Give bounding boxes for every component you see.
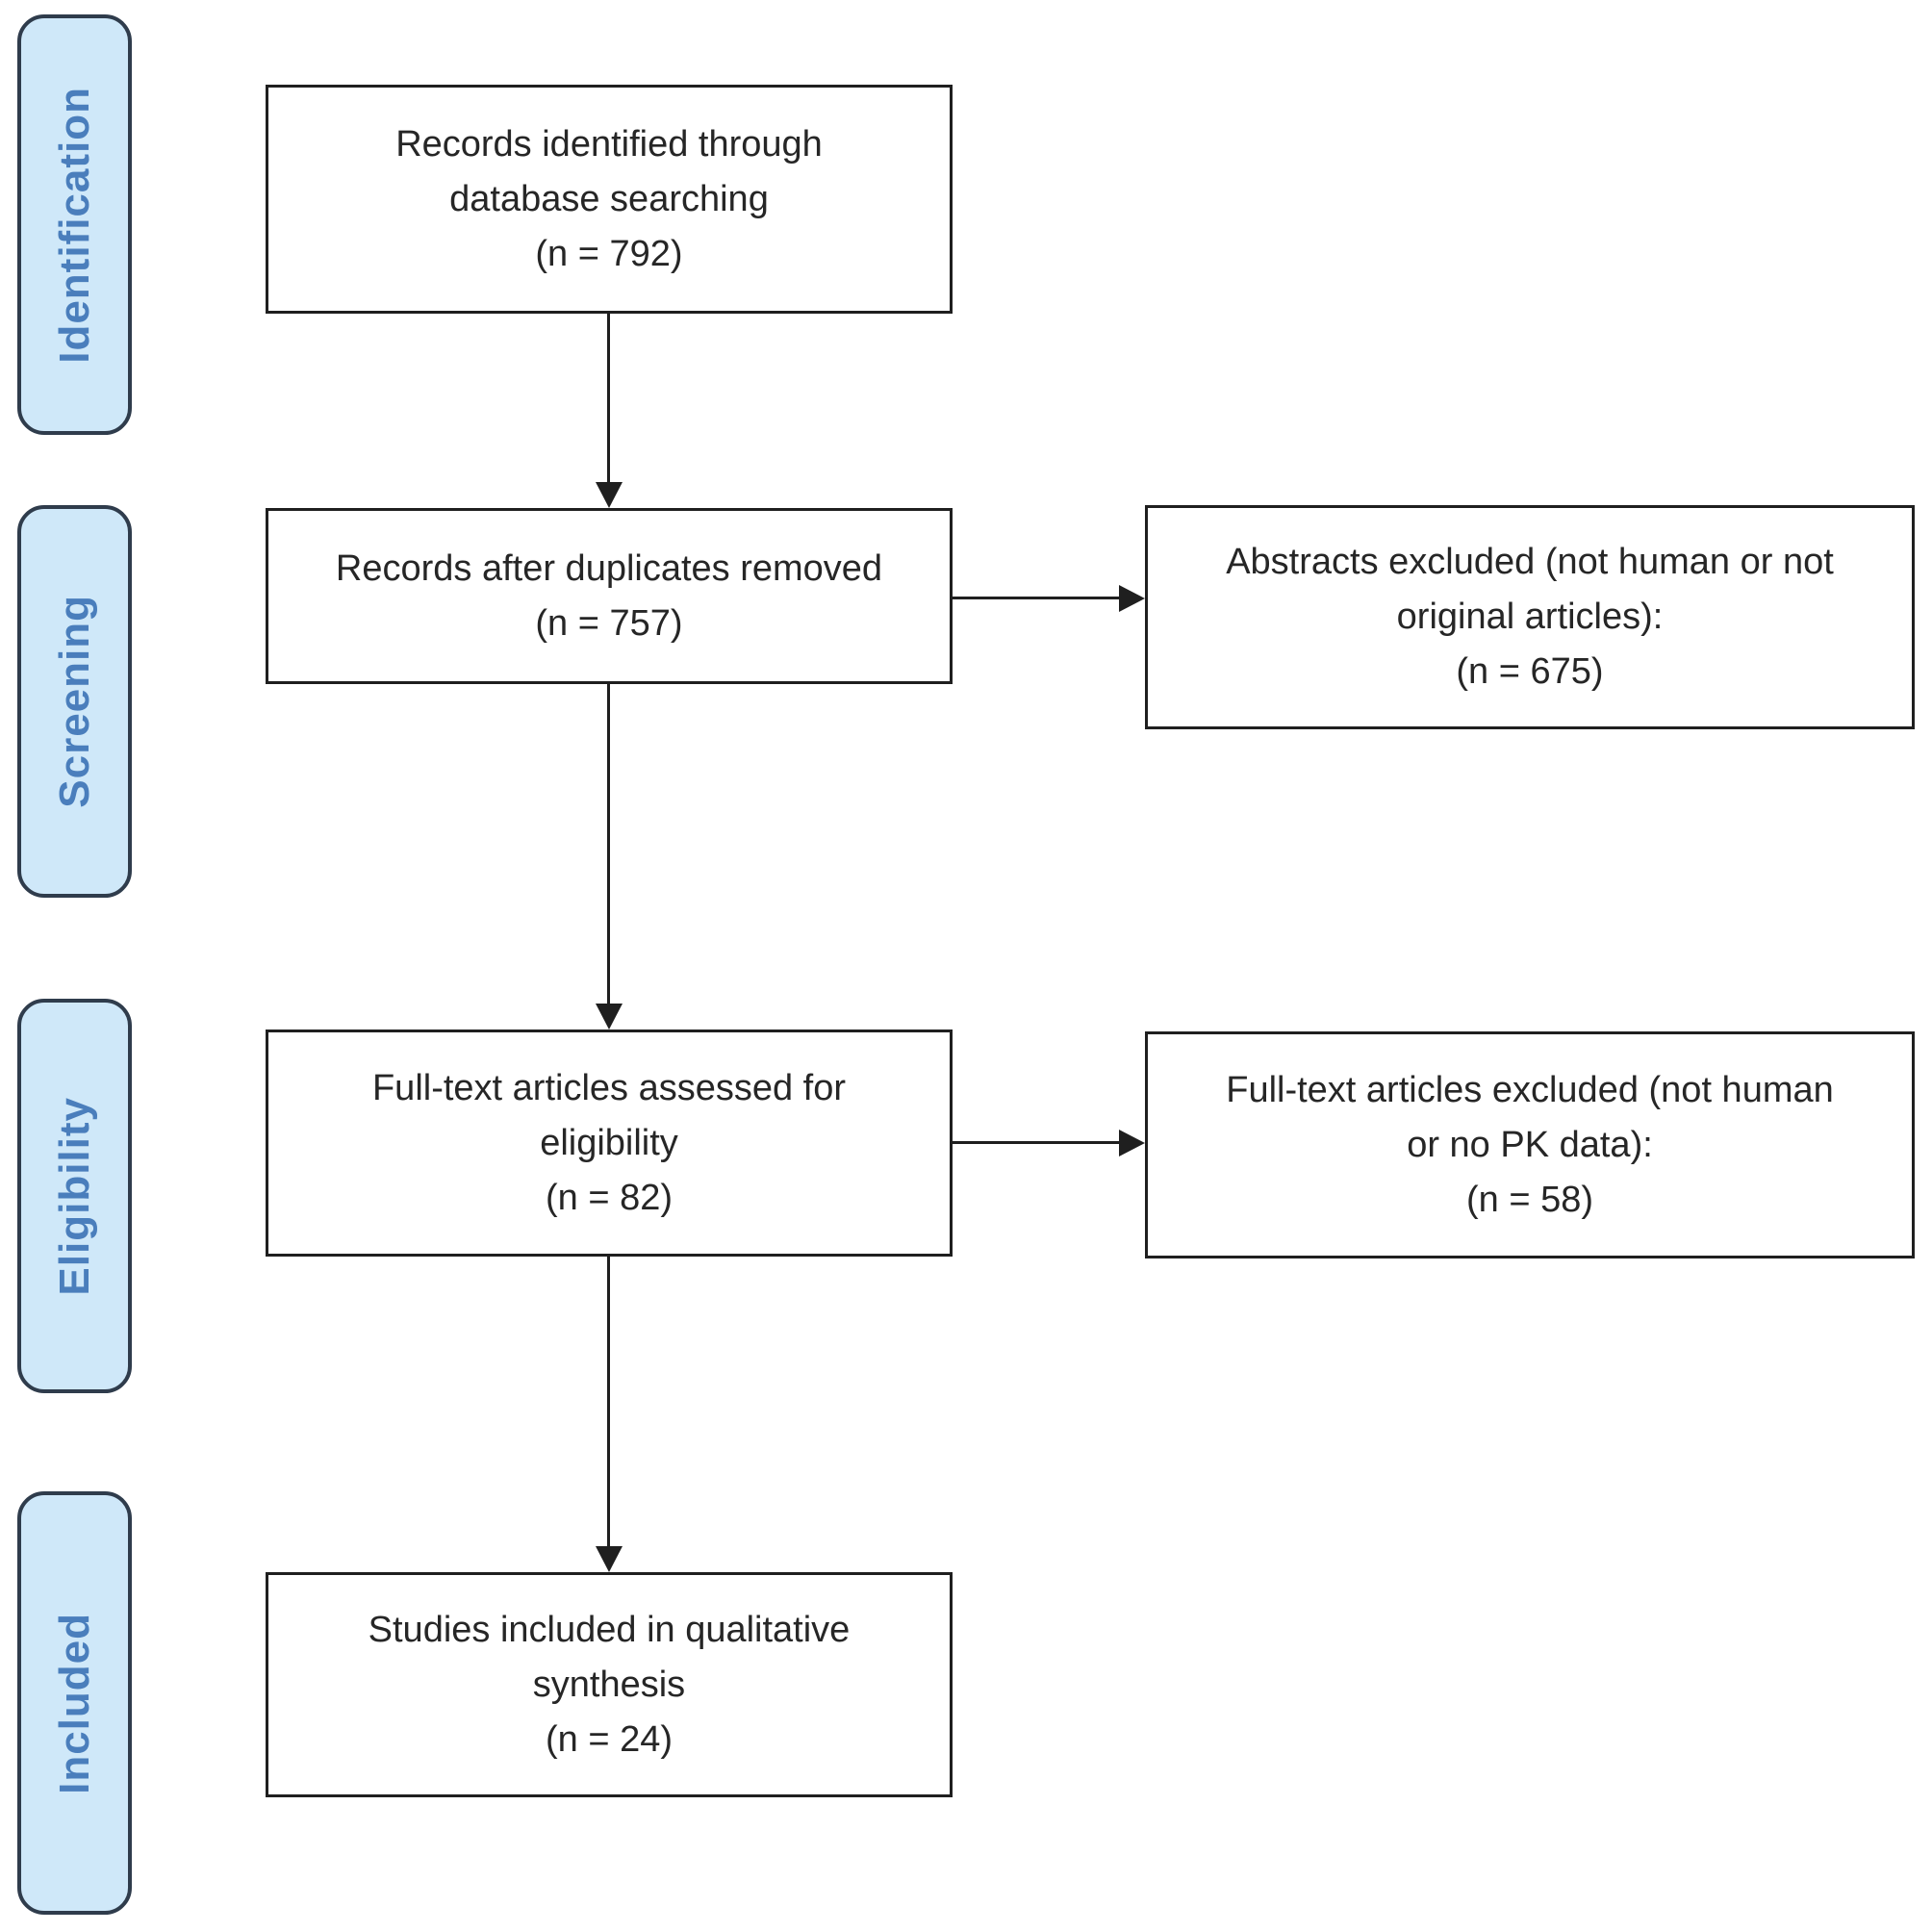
arrow-identified-to-duplicates-line xyxy=(607,314,610,483)
stage-eligibility-label: Eligibility xyxy=(50,1096,98,1296)
box-fulltext-excluded: Full-text articles excluded (not human o… xyxy=(1145,1031,1915,1258)
arrow-identified-to-duplicates-head xyxy=(596,482,623,508)
box-records-after-duplicates-text: Records after duplicates removed (n = 75… xyxy=(335,547,883,644)
box-fulltext-assessed: Full-text articles assessed for eligibil… xyxy=(266,1030,953,1257)
arrow-to-abstracts-excluded-line xyxy=(952,597,1120,599)
box-records-after-duplicates: Records after duplicates removed (n = 75… xyxy=(266,508,953,684)
box-studies-included: Studies included in qualitative synthesi… xyxy=(266,1572,953,1797)
box-fulltext-assessed-text: Full-text articles assessed for eligibil… xyxy=(371,1067,847,1218)
arrow-to-abstracts-excluded-head xyxy=(1119,585,1145,612)
stage-included-label: Included xyxy=(50,1612,98,1794)
arrow-to-fulltext-excluded-line xyxy=(952,1141,1120,1144)
stage-identification-label: Identification xyxy=(50,86,98,364)
box-records-identified: Records identified through database sear… xyxy=(266,85,953,314)
box-abstracts-excluded: Abstracts excluded (not human or not ori… xyxy=(1145,505,1915,729)
box-abstracts-excluded-text: Abstracts excluded (not human or not ori… xyxy=(1226,542,1834,692)
stage-included: Included xyxy=(17,1491,132,1915)
box-studies-included-text: Studies included in qualitative synthesi… xyxy=(368,1609,851,1760)
arrow-duplicates-to-fulltext-head xyxy=(596,1004,623,1030)
arrow-to-fulltext-excluded-head xyxy=(1119,1130,1145,1157)
box-records-identified-text: Records identified through database sear… xyxy=(395,123,823,274)
stage-eligibility: Eligibility xyxy=(17,999,132,1393)
stage-identification: Identification xyxy=(17,14,132,435)
arrow-fulltext-to-included-head xyxy=(596,1546,623,1572)
stage-screening: Screening xyxy=(17,505,132,898)
arrow-fulltext-to-included-line xyxy=(607,1255,610,1547)
arrow-duplicates-to-fulltext-line xyxy=(607,684,610,1004)
box-fulltext-excluded-text: Full-text articles excluded (not human o… xyxy=(1226,1069,1834,1220)
stage-screening-label: Screening xyxy=(50,595,98,808)
